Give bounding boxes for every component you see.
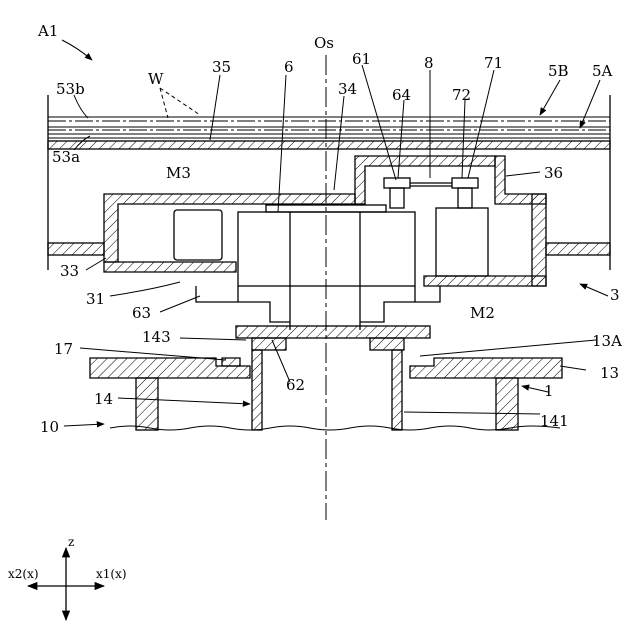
label-61: 61 <box>352 50 371 68</box>
label-5a: 5A <box>592 62 613 80</box>
label-w: W <box>148 70 164 88</box>
label-63: 63 <box>132 304 151 322</box>
label-53b: 53b <box>56 80 85 98</box>
label-3: 3 <box>610 286 620 304</box>
floor-10 <box>110 426 560 430</box>
label-141: 141 <box>540 412 569 430</box>
label-m3: M3 <box>166 164 191 182</box>
label-62: 62 <box>286 376 305 394</box>
axis-x1-label: x1(x) <box>96 567 127 581</box>
label-17: 17 <box>54 340 73 358</box>
label-36: 36 <box>544 164 563 182</box>
axis-z-label: z <box>68 535 74 549</box>
label-8: 8 <box>424 54 434 72</box>
label-64: 64 <box>392 86 411 104</box>
label-35: 35 <box>212 58 231 76</box>
label-143: 143 <box>142 328 171 346</box>
label-13a: 13A <box>592 332 622 350</box>
label-14: 14 <box>94 390 113 408</box>
coordinate-axes: z x1(x) x2(x) <box>8 535 127 620</box>
label-10: 10 <box>40 418 59 436</box>
label-13: 13 <box>600 364 619 382</box>
label-5b: 5B <box>548 62 569 80</box>
axis-x2-label: x2(x) <box>8 567 39 581</box>
motor-m3 <box>174 210 222 260</box>
label-6: 6 <box>284 58 294 76</box>
motor-m2 <box>436 208 488 276</box>
plate-stack <box>48 117 610 149</box>
label-1: 1 <box>544 382 554 400</box>
label-33: 33 <box>60 262 79 280</box>
label-31: 31 <box>86 290 105 308</box>
label-os: Os <box>314 34 334 52</box>
label-72: 72 <box>452 86 471 104</box>
label-53a: 53a <box>52 148 80 166</box>
linkage-8 <box>384 178 478 208</box>
label-71: 71 <box>484 54 503 72</box>
label-34: 34 <box>338 80 357 98</box>
label-m2: M2 <box>470 304 495 322</box>
label-a1: A1 <box>37 22 58 40</box>
